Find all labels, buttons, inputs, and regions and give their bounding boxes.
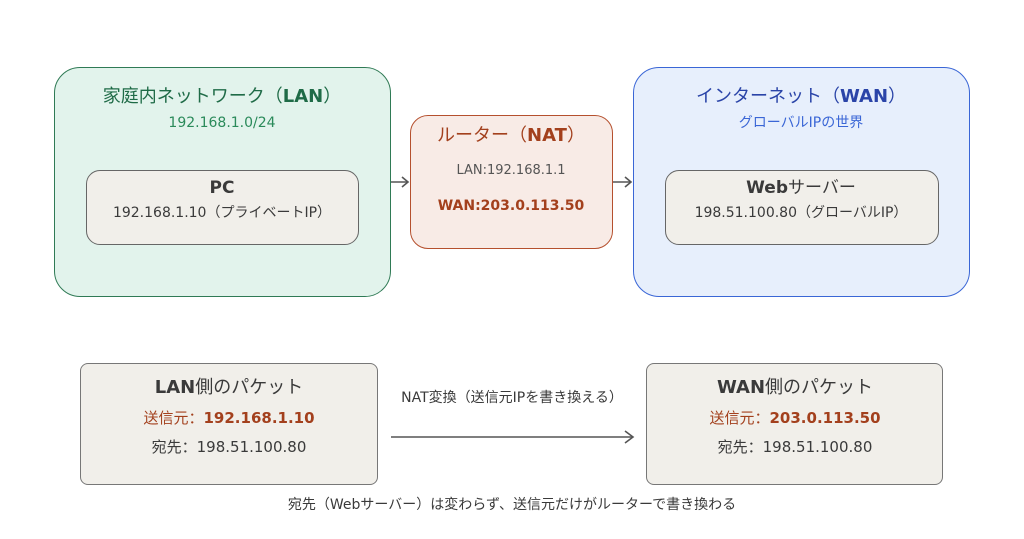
lan-packet-title: LAN側のパケット [154, 377, 304, 398]
pc-name: PC [209, 178, 235, 198]
lan-subnet: 192.168.1.0/24 [168, 115, 276, 131]
lan-to-router-arrowhead [401, 176, 410, 188]
pc-box [86, 170, 359, 245]
lan-title: 家庭内ネットワーク（LAN） [102, 86, 342, 107]
lan-packet-box [80, 363, 378, 485]
wan-title: インターネット（WAN） [695, 86, 907, 107]
wan-subtitle: グローバルIPの世界 [738, 115, 864, 131]
router-box [410, 115, 613, 249]
router-wan-ip: WAN:203.0.113.50 [437, 198, 585, 214]
web-server-box [665, 170, 939, 245]
lan-packet-dst: 宛先：198.51.100.80 [151, 438, 307, 456]
router-title: ルーター（NAT） [437, 125, 585, 146]
wan-packet-box [646, 363, 943, 485]
router-to-wan-arrowhead [624, 176, 633, 188]
router-lan-ip: LAN:192.168.1.1 [456, 163, 566, 178]
wan-packet-dst: 宛先：198.51.100.80 [717, 438, 873, 456]
wan-packet-title: WAN側のパケット [716, 377, 874, 398]
web-server-ip: 198.51.100.80（グローバルIP） [694, 205, 908, 221]
lan-packet-src: 送信元：192.168.1.10 [143, 409, 315, 427]
wan-packet-src: 送信元：203.0.113.50 [709, 409, 881, 427]
nat-label: NAT変換（送信元IPを書き換える） [401, 390, 623, 406]
footnote: 宛先（Webサーバー）は変わらず、送信元だけがルーターで書き換わる [287, 497, 737, 513]
web-server-name: Webサーバー [746, 178, 856, 198]
nat-arrowhead [624, 430, 635, 444]
pc-ip: 192.168.1.10（プライベートIP） [112, 205, 332, 221]
